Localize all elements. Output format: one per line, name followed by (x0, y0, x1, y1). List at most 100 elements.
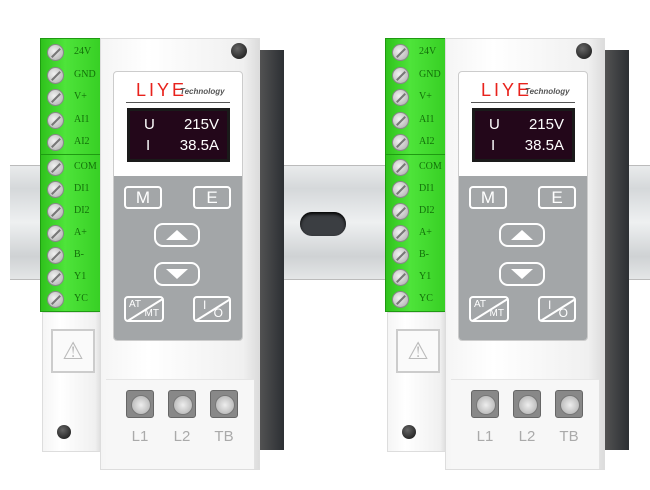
terminal-label: DI2 (74, 205, 90, 216)
io-o-label: O (213, 306, 223, 320)
screw-icon[interactable] (392, 66, 409, 84)
screw-icon[interactable] (392, 111, 409, 129)
terminal-label: 24V (419, 46, 437, 57)
side-housing (258, 50, 284, 450)
display-label-i: I (491, 137, 496, 154)
power-terminal-screw-icon[interactable] (471, 390, 499, 418)
lower-left-panel: ⚠ (42, 312, 102, 452)
screw-icon[interactable] (392, 181, 409, 198)
menu-button[interactable]: M (124, 186, 162, 209)
terminal[interactable]: AI1 (43, 110, 90, 130)
terminal[interactable]: B- (43, 245, 84, 265)
terminal-label: DI1 (74, 183, 90, 194)
terminal-label: AI1 (419, 113, 435, 125)
display-value-voltage: 215V (183, 116, 219, 133)
terminal[interactable]: Y1 (43, 267, 86, 287)
screw-icon[interactable] (392, 291, 409, 308)
terminal-label: GND (74, 68, 96, 80)
io-o-label: O (558, 306, 568, 320)
power-terminal-screw-icon[interactable] (126, 390, 154, 418)
terminal[interactable]: DI2 (43, 201, 90, 221)
up-button[interactable] (499, 223, 545, 247)
terminal-label: V+ (74, 91, 87, 102)
terminal[interactable]: COM (388, 157, 442, 177)
terminal[interactable]: DI1 (388, 179, 435, 199)
terminal[interactable]: AI2 (388, 132, 435, 152)
terminal[interactable]: Y1 (388, 267, 431, 287)
terminal[interactable]: YC (43, 289, 88, 309)
screw-icon[interactable] (47, 89, 64, 106)
brand-underline (126, 102, 230, 103)
terminal-label: B- (74, 249, 84, 260)
screw-icon[interactable] (47, 203, 64, 220)
screw-icon[interactable] (392, 134, 409, 151)
terminal[interactable]: GND (388, 65, 441, 85)
terminal[interactable]: 24V (43, 42, 91, 62)
terminal[interactable]: A+ (388, 223, 432, 243)
screw-icon[interactable] (47, 159, 64, 176)
screw-icon[interactable] (47, 134, 64, 151)
indicator-led-icon (231, 43, 247, 59)
screw-icon[interactable] (47, 66, 64, 84)
terminal[interactable]: A+ (43, 223, 87, 243)
terminal[interactable]: V+ (388, 87, 432, 107)
screw-icon[interactable] (392, 159, 409, 176)
screw-icon[interactable] (392, 203, 409, 220)
triangle-down-icon (166, 269, 188, 279)
enter-button[interactable]: E (193, 186, 231, 209)
menu-button[interactable]: M (469, 186, 507, 209)
terminal[interactable]: DI2 (388, 201, 435, 221)
screw-icon[interactable] (47, 111, 64, 129)
power-terminal-screw-icon[interactable] (555, 390, 583, 418)
warning-icon: ⚠ (51, 329, 95, 373)
down-button[interactable] (499, 262, 545, 286)
power-terminal-label: L2 (173, 428, 191, 445)
lower-left-panel: ⚠ (387, 312, 447, 452)
terminal[interactable]: 24V (388, 42, 436, 62)
power-terminal-screw-icon[interactable] (168, 390, 196, 418)
screw-icon[interactable] (47, 291, 64, 308)
terminal[interactable]: V+ (43, 87, 87, 107)
down-button[interactable] (154, 262, 200, 286)
screw-icon[interactable] (47, 181, 64, 198)
power-terminal-screw-icon[interactable] (513, 390, 541, 418)
screw-icon[interactable] (47, 269, 64, 286)
terminal[interactable]: YC (388, 289, 433, 309)
screw-icon[interactable] (47, 44, 64, 61)
mounting-hole-icon (402, 425, 416, 439)
screw-icon[interactable] (392, 247, 409, 264)
terminal[interactable]: DI1 (43, 179, 90, 199)
terminal[interactable]: B- (388, 245, 429, 265)
screw-icon[interactable] (392, 225, 409, 242)
terminal-label: DI1 (419, 183, 435, 194)
screw-icon[interactable] (392, 89, 409, 106)
enter-button[interactable]: E (538, 186, 576, 209)
terminal-label: V+ (419, 91, 432, 102)
terminal[interactable]: COM (43, 157, 97, 177)
terminal[interactable]: GND (43, 65, 96, 85)
terminal-label: AI1 (74, 113, 90, 125)
up-button[interactable] (154, 223, 200, 247)
screw-icon[interactable] (47, 247, 64, 264)
display-value-voltage: 215V (528, 116, 564, 133)
terminal[interactable]: AI1 (388, 110, 435, 130)
side-housing (603, 50, 629, 450)
screw-icon[interactable] (47, 225, 64, 242)
screw-icon[interactable] (392, 269, 409, 286)
power-terminal-screw-icon[interactable] (210, 390, 238, 418)
power-terminal-label: TB (559, 428, 579, 445)
terminal[interactable]: AI2 (43, 132, 90, 152)
terminal-label: A+ (74, 227, 87, 238)
screw-icon[interactable] (392, 44, 409, 61)
terminal-label: DI2 (419, 205, 435, 216)
